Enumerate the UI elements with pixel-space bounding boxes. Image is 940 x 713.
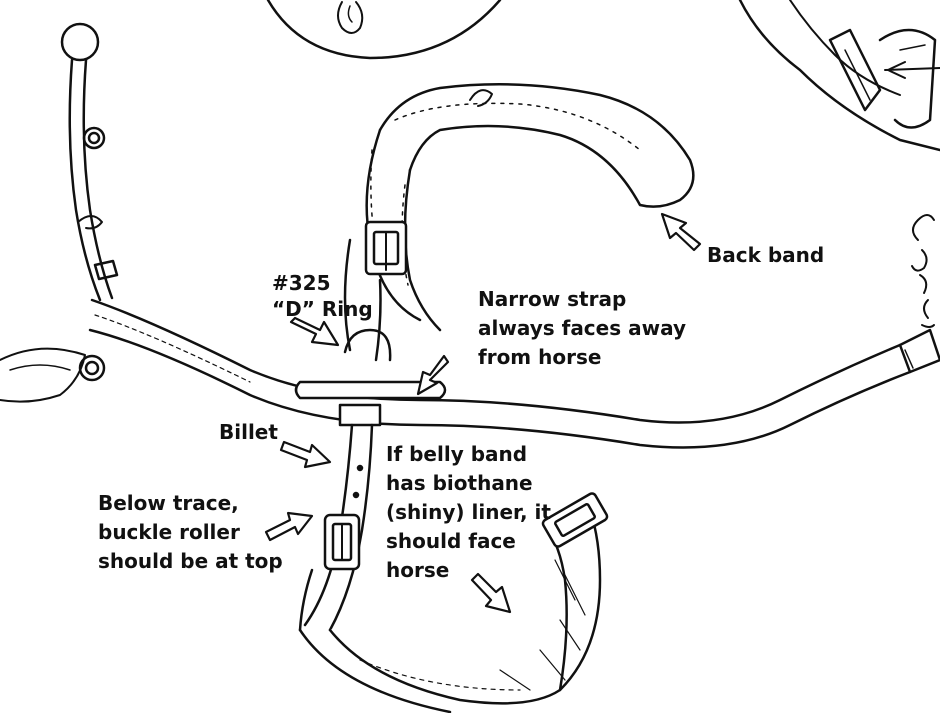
inset-circle [268, 0, 500, 58]
left-wand [0, 24, 117, 402]
belly-band-line-3: (shiny) liner, it [386, 498, 551, 527]
belly-band-line-4: should face [386, 527, 551, 556]
back-band-text: Back band [707, 241, 824, 269]
belly-band-line-1: If belly band [386, 440, 551, 469]
below-trace-line-1: Below trace, [98, 489, 283, 518]
narrow-strap-label: Narrow strap always faces away from hors… [478, 285, 686, 372]
narrow-strap-line-2: always faces away [478, 314, 686, 343]
below-trace-line-3: should be at top [98, 547, 283, 576]
below-trace-label: Below trace, buckle roller should be at … [98, 489, 283, 576]
d-ring-label: #325 “D” Ring [272, 270, 373, 322]
below-trace-line-2: buckle roller [98, 518, 283, 547]
back-band-label: Back band [707, 241, 824, 269]
d-ring-line-1: #325 [272, 270, 373, 296]
narrow-strap-line-3: from horse [478, 343, 686, 372]
belly-band-line-2: has biothane [386, 469, 551, 498]
inset-right [740, 0, 940, 150]
belly-band-line-5: horse [386, 556, 551, 585]
billet-label: Billet [219, 418, 278, 446]
d-ring-line-2: “D” Ring [272, 296, 373, 322]
narrow-strap-line-1: Narrow strap [478, 285, 686, 314]
belly-band-label: If belly band has biothane (shiny) liner… [386, 440, 551, 585]
billet-text: Billet [219, 418, 278, 446]
